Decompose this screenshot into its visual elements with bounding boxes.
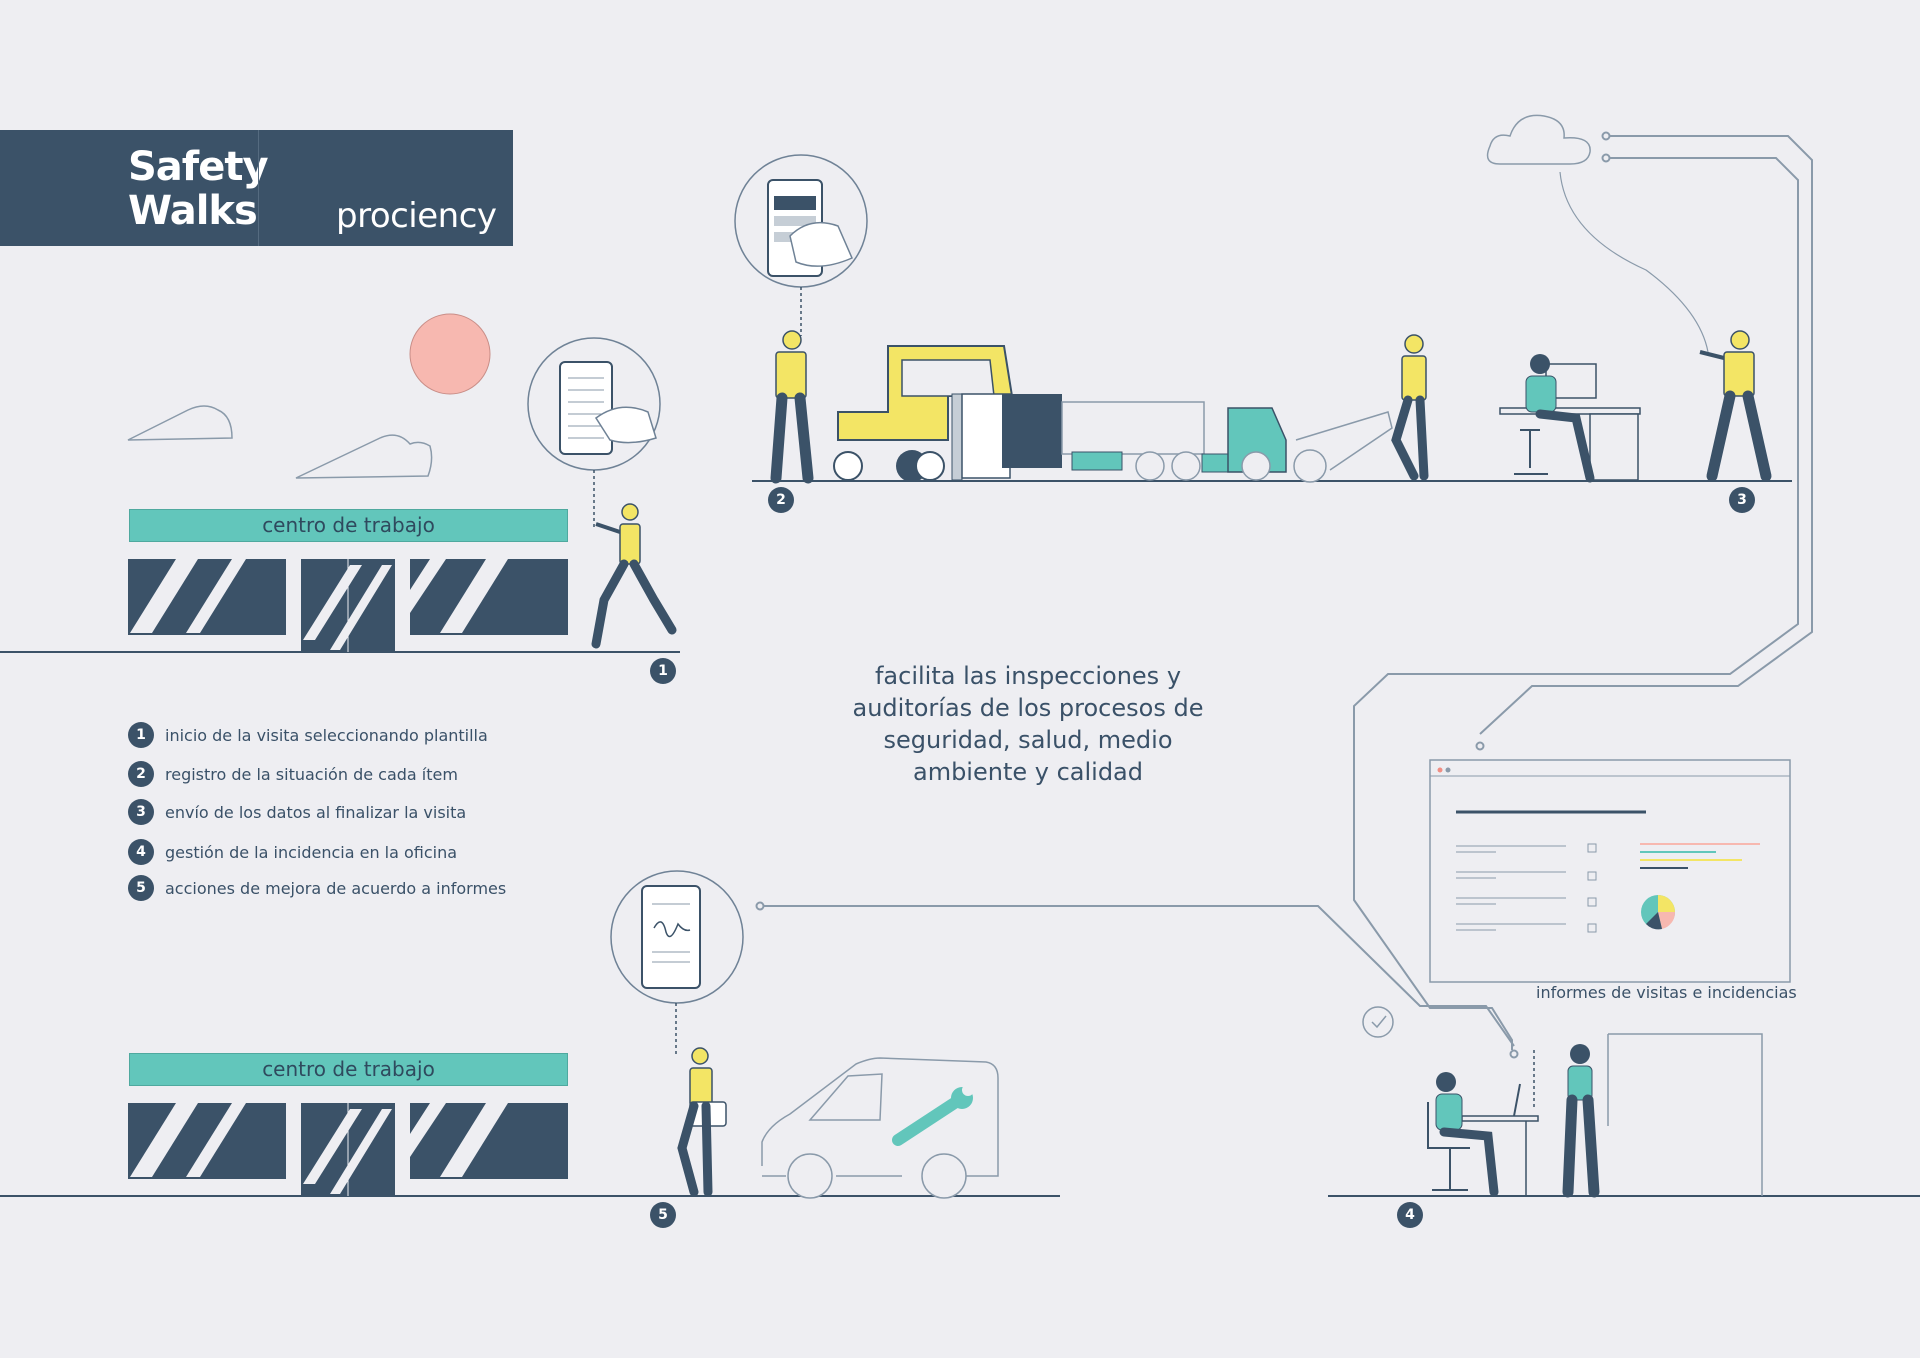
legend-item: 4 gestión de la incidencia en la oficina (128, 838, 457, 866)
phone-signature-callout (610, 870, 744, 1054)
step-badge-4: 4 (1397, 1202, 1423, 1228)
worker-walking-figure (677, 1047, 727, 1197)
banner-divider (258, 130, 259, 246)
forklift-icon (833, 345, 1062, 482)
step-badge-5: 5 (650, 1202, 676, 1228)
legend-text: inicio de la visita seleccionando planti… (165, 725, 488, 745)
tagline-line: facilita las inspecciones y (874, 662, 1182, 690)
workplace-label-top: centro de trabajo (129, 509, 568, 542)
tagline-line: auditorías de los procesos de (852, 694, 1204, 722)
service-van-icon (761, 1057, 999, 1199)
legend-item: 3 envío de los datos al finalizar la vis… (128, 798, 466, 826)
brand-logo: prociency (336, 196, 497, 236)
tagline: facilita las inspecciones y auditorías d… (828, 660, 1228, 788)
report-window (1429, 759, 1791, 983)
legend-text: envío de los datos al finalizar la visit… (165, 802, 467, 822)
worker-wheelbarrow-figure (1391, 334, 1429, 481)
step-badge-3: 3 (1729, 487, 1755, 513)
legend-text: acciones de mejora de acuerdo a informes (165, 878, 507, 898)
office-desk-figure (1499, 354, 1641, 483)
worker-running-figure (591, 503, 677, 649)
step-number-badge: 4 (128, 839, 154, 865)
legend-item: 1 inicio de la visita seleccionando plan… (128, 721, 488, 749)
step-badge-2: 2 (768, 487, 794, 513)
brand-banner: Safety Walks (0, 130, 513, 246)
legend-text: registro de la situación de cada ítem (165, 764, 458, 784)
phone-app-callout (734, 154, 868, 336)
worker-inspecting-figure (770, 330, 814, 484)
truck-icon (1061, 401, 1393, 483)
step-badge-1: 1 (650, 658, 676, 684)
cloud-icon (295, 434, 433, 479)
worker-sending-figure (1699, 330, 1772, 482)
sun-icon (409, 313, 491, 395)
workplace-building-bottom (128, 1103, 568, 1196)
tagline-line: ambiente y calidad (912, 758, 1143, 786)
step-number-badge: 1 (128, 722, 154, 748)
workplace-building-top (128, 559, 568, 652)
title-safety: Safety (128, 144, 269, 190)
legend-text: gestión de la incidencia en la oficina (165, 842, 458, 862)
title-walks: Walks (128, 188, 258, 234)
tagline-line: seguridad, salud, medio (883, 726, 1173, 754)
step-number-badge: 5 (128, 875, 154, 901)
clock-icon (1362, 1006, 1394, 1038)
workplace-label-bottom: centro de trabajo (129, 1053, 568, 1086)
legend-item: 5 acciones de mejora de acuerdo a inform… (128, 874, 506, 902)
cloud-sync-icon (1486, 114, 1709, 353)
legend-item: 2 registro de la situación de cada ítem (128, 760, 458, 788)
cloud-icon (127, 405, 233, 441)
office-team-figure (1427, 1033, 1763, 1198)
step-number-badge: 2 (128, 761, 154, 787)
phone-checklist-callout (527, 337, 661, 528)
data-connection-lines (755, 131, 1813, 1059)
step-number-badge: 3 (128, 799, 154, 825)
report-caption: informes de visitas e incidencias (1536, 983, 1797, 1002)
